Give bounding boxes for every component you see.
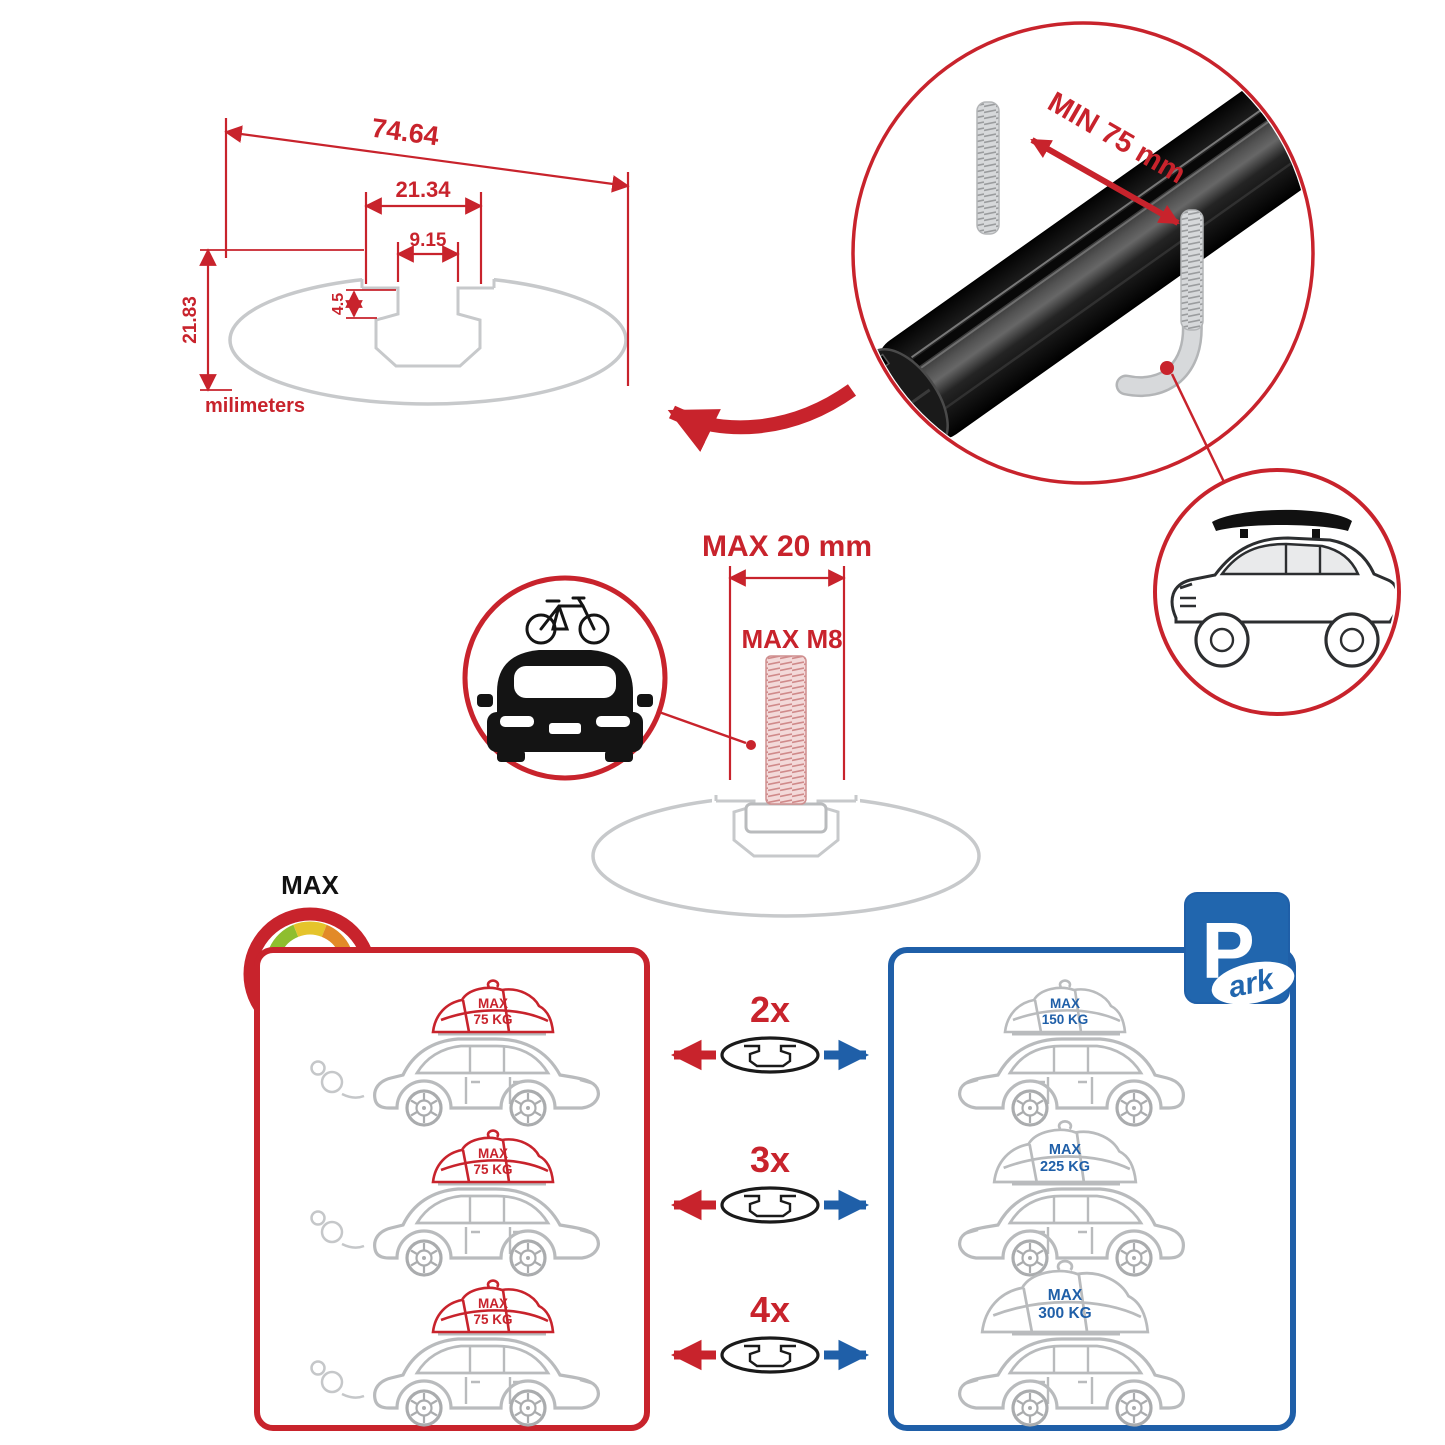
bolt-dimension-lines: [728, 566, 846, 796]
suv-illustration: [1170, 509, 1395, 668]
roofbox-suv-circle: [1153, 468, 1401, 716]
car-front-icon: [477, 650, 653, 762]
u-bolt-rod-left: [976, 101, 1000, 235]
parked-load-1-weight: 150 KG: [1042, 1012, 1089, 1027]
exhaust-swirl-3: [310, 1360, 365, 1399]
speed-max-label: MAX: [281, 870, 339, 900]
parked-load-2-max: MAX: [1049, 1142, 1082, 1158]
driving-load-2-weight: 75 KG: [473, 1162, 512, 1177]
u-bolt-hook: [1118, 312, 1201, 395]
bolt-threaded-shank: [765, 655, 807, 805]
dimension-lines: [199, 118, 630, 392]
profile-dimension-drawing: 74.64 21.34 9.15 4.5 21.83 milimeters: [180, 113, 857, 452]
suv-windows: [1219, 542, 1360, 576]
crossbar-endview-icon-1: [720, 1036, 820, 1074]
detail-pointer-arrow: [667, 384, 857, 452]
driving-load-panel: MAX 75 KG MAX 75 KG MAX 75 KG: [254, 947, 650, 1431]
dim-units-label: milimeters: [205, 395, 305, 417]
car-mirror-left: [477, 694, 493, 707]
connector-dot: [746, 740, 756, 750]
parked-load-panel: MAX 150 KG MAX 225 KG MAX 300 KG P ark: [888, 892, 1296, 1431]
dim-channel-width: 21.34: [395, 177, 451, 202]
park-sign: P ark: [1184, 892, 1295, 1005]
bolt-profile-stubs: [714, 795, 858, 801]
profile-mask: [362, 262, 494, 290]
dim-slot-depth: 4.5: [330, 293, 347, 315]
multiplier-4x: 4x: [750, 1289, 790, 1330]
park-sign-swoosh: [1211, 961, 1295, 1005]
profile-channel: [362, 286, 494, 368]
bike-icon: [525, 596, 610, 645]
parked-load-3-max: MAX: [1048, 1287, 1083, 1304]
multiplier-3x: 3x: [750, 1139, 790, 1180]
multiplier-column: 2x 3x 4x: [670, 989, 870, 1374]
bolt-max-length-label: MAX 20 mm: [702, 530, 872, 563]
driving-load-1-max: MAX: [478, 996, 508, 1011]
profile-channel-stubs: [360, 279, 496, 288]
crossbar-endview-icon-2: [720, 1186, 820, 1224]
driving-load-1-weight: 75 KG: [473, 1012, 512, 1027]
multiplier-2x: 2x: [750, 989, 790, 1030]
parked-load-2-weight: 225 KG: [1040, 1159, 1090, 1175]
t-bolt-head: [744, 802, 828, 834]
car-mirror-right: [637, 694, 653, 707]
exhaust-swirl-2: [310, 1210, 365, 1249]
driving-load-3-max: MAX: [478, 1296, 508, 1311]
car-plate: [549, 723, 581, 734]
min-spacing-arrow: [1030, 137, 1180, 226]
roof-box: [1212, 509, 1352, 531]
crossbar-detail-circle: MIN 75 mm: [851, 21, 1315, 485]
dim-total-height: 21.83: [180, 296, 201, 344]
driving-load-3-weight: 75 KG: [473, 1312, 512, 1327]
connector-to-bolt: [658, 710, 747, 745]
dim-slot-width: 9.15: [410, 230, 447, 251]
exhaust-swirl-1: [310, 1060, 365, 1099]
parked-load-3-weight: 300 KG: [1038, 1305, 1091, 1322]
suv-headlight: [1179, 582, 1193, 590]
driving-load-2-max: MAX: [478, 1146, 508, 1161]
car-windshield: [514, 666, 616, 698]
crossbar-endview-icon-3: [720, 1336, 820, 1374]
car-headlight-right: [596, 716, 630, 727]
bolt-diagram: MAX 20 mm MAX M8: [591, 530, 981, 918]
u-bolt-callout-dot: [1160, 361, 1174, 375]
bolt-thread-label: MAX M8: [741, 624, 842, 654]
u-bolt-rod-right: [1180, 209, 1204, 331]
dim-total-width: 74.64: [370, 113, 441, 152]
parked-load-1-max: MAX: [1050, 996, 1080, 1011]
bike-car-circle: [462, 575, 756, 781]
car-headlight-left: [500, 716, 534, 727]
connector-to-suv-circle: [1170, 373, 1226, 483]
